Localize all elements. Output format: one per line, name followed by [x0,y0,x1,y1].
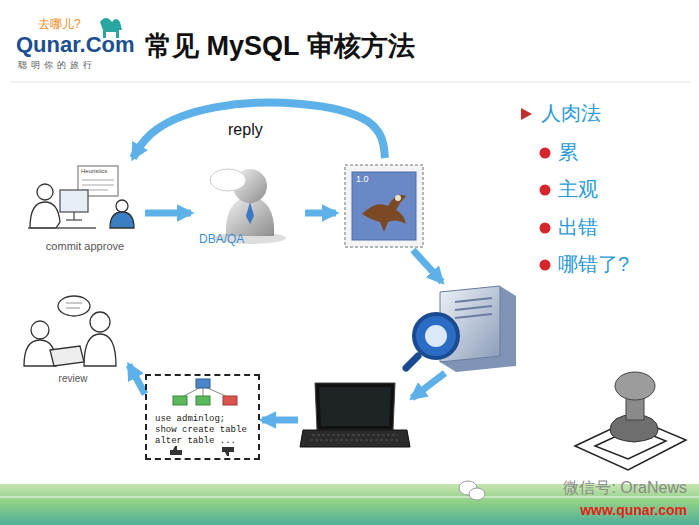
laptop-node [298,378,410,453]
flow-arrow [145,210,191,217]
bullet-item: 累 [558,141,578,164]
bullet-dot [540,148,551,159]
flow-arrow [412,373,445,398]
review-people-icon [24,296,116,366]
logo-name: Qunar.Com [16,32,135,57]
dba-qa-node: DBA/QA [193,160,305,250]
slide-title: 常见 MySQL 审核方法 [145,28,415,64]
node-label: commit approve [46,240,124,253]
laptop-icon [300,383,410,447]
server-icon [406,286,516,372]
header-rule [10,82,690,83]
bullet-item: 主观 [558,178,598,201]
footer-url: www.qunar.com [580,502,687,518]
bullet-heading: 人肉法 [541,102,601,125]
footer-stripe [0,496,699,498]
paper-heading: Heuristics [81,168,107,175]
flow-arrow [262,417,298,424]
logo-slogan: 去哪儿? [38,18,81,32]
bullet-triangle [521,108,532,120]
node-label: review [59,373,88,385]
mail-stamp-icon [345,165,423,247]
commit-person-icon [28,166,134,228]
node-label: 1.0 [356,174,369,185]
node-label: DBA/QA [199,232,244,246]
rubber-stamp-icon [575,372,686,470]
server-node [400,283,522,373]
bullet-dot [540,185,551,196]
wechat-icon [459,481,485,500]
logo-tagline: 聪明你的旅行 [18,60,96,70]
flow-arrow [413,250,442,282]
bullet-item: 哪错了? [558,253,629,276]
bullet-item: 出错 [558,216,598,239]
node-label: use adminlog; show create table alter ta… [155,414,249,447]
code-box-node: use adminlog; show create table alter ta… [145,374,260,460]
flow-arrow [305,210,336,217]
bullet-dot [540,260,551,271]
bullet-dot [540,223,551,234]
edge-label: reply [225,121,266,139]
commit-approve-node: commit approve [25,160,145,255]
mail-node: 1.0 [338,158,428,250]
flow-arrow [133,103,385,158]
watermark: 微信号: OraNews [563,479,687,497]
flow-arrow [129,365,145,394]
review-node: review [18,292,128,387]
